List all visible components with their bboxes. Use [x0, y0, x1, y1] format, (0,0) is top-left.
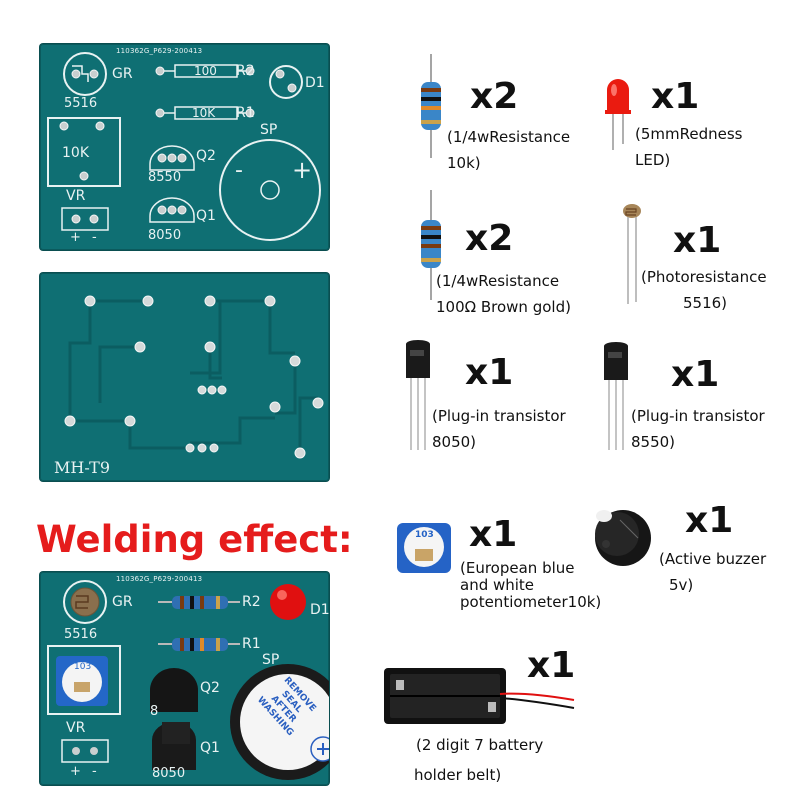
welded-serial-number: 110362G_P629-200413	[116, 575, 203, 583]
welded-label-q2: Q2	[200, 680, 220, 696]
desc-potentiometer-line2: and white	[460, 576, 535, 594]
desc-resistor-10k-line2: 10k)	[447, 154, 481, 172]
pcb-top-silkscreen	[47, 52, 321, 241]
pcb-serial-number: 110362G_P629-200413	[116, 47, 203, 55]
potentiometer-code: 103	[415, 530, 434, 540]
welded-label-5516: 5516	[64, 627, 98, 642]
qty-photoresistor: x1	[673, 220, 722, 261]
potentiometer-image: 103	[395, 517, 453, 575]
label-r1: R1	[236, 105, 255, 121]
label-q2: Q2	[196, 148, 216, 164]
welded-label-r1: R1	[242, 636, 261, 652]
welded-label-q2-code: 8	[150, 704, 159, 719]
transistor-8550-image	[604, 342, 628, 450]
qty-red-led: x1	[651, 76, 700, 117]
qty-potentiometer: x1	[469, 514, 518, 555]
label-8550: 8550	[148, 170, 182, 185]
label-sp: SP	[260, 122, 278, 138]
welded-pin-minus: -	[92, 764, 97, 779]
pcb-back-traces	[64, 295, 324, 459]
desc-resistor-10k-line1: (1/4wResistance	[447, 128, 571, 146]
desc-photoresistor-line1: (Photoresistance	[641, 268, 767, 286]
desc-red-led: (5mmRedness LED)	[635, 121, 742, 173]
welded-label-r2: R2	[242, 594, 261, 610]
qty-transistor-8050: x1	[465, 352, 514, 393]
desc-resistor-10k: (1/4wResistance 10k)	[447, 124, 570, 176]
label-vr-value: 10K	[62, 145, 89, 161]
pcb-welded-silkscreen	[47, 580, 329, 780]
label-pin-plus: +	[70, 230, 81, 245]
desc-red-led-line1: (5mmRedness	[635, 125, 743, 143]
photoresistor-image	[623, 204, 641, 304]
pcb-component-side: 110362G_P629-200413 GR 5516 100 R2 10K R…	[40, 44, 329, 250]
pcb-model-label: MH-T9	[54, 458, 111, 477]
desc-buzzer: (Active buzzer 5v)	[659, 546, 766, 598]
desc-battery-holder: (2 digit 7 battery holder belt)	[414, 730, 544, 790]
buzzer-image	[595, 510, 651, 566]
welded-label-gr: GR	[112, 594, 133, 610]
desc-transistor-8550: (Plug-in transistor 8550)	[631, 403, 765, 455]
welded-pin-plus: +	[70, 764, 81, 779]
desc-resistor-100-line1: (1/4wResistance	[436, 272, 560, 290]
label-r2: R2	[236, 63, 255, 79]
desc-photoresistor-line2: 5516)	[683, 294, 728, 312]
label-q1: Q1	[196, 208, 216, 224]
label-gr: GR	[112, 66, 133, 82]
desc-potentiometer: (European blue and white potentiometer10…	[460, 560, 601, 611]
desc-transistor-8550-line1: (Plug-in transistor	[631, 407, 765, 425]
desc-potentiometer-line3: potentiometer10k)	[460, 593, 602, 611]
label-r2-value: 100	[194, 64, 217, 78]
welded-pot-code: 103	[74, 662, 92, 672]
battery-holder-image	[384, 668, 575, 724]
label-speaker-minus: -	[235, 158, 243, 183]
label-speaker-plus: +	[292, 156, 313, 184]
qty-battery-holder: x1	[527, 645, 576, 686]
desc-photoresistor: (Photoresistance 5516)	[641, 264, 767, 316]
welded-label-d1: D1	[310, 602, 330, 618]
desc-potentiometer-line1: (European blue	[460, 559, 575, 577]
qty-buzzer: x1	[685, 500, 734, 541]
welded-label-sp: SP	[262, 652, 280, 668]
label-d1: D1	[305, 75, 325, 91]
label-pin-minus: -	[92, 230, 97, 245]
welding-effect-title: Welding effect:	[36, 518, 353, 561]
qty-resistor-100: x2	[465, 218, 514, 259]
label-r1-value: 10K	[192, 106, 216, 120]
desc-battery-holder-line2: holder belt)	[414, 766, 502, 784]
resistor-100-image	[421, 190, 441, 300]
qty-resistor-10k: x2	[470, 76, 519, 117]
desc-resistor-100: (1/4wResistance 100Ω Brown gold)	[436, 268, 571, 320]
label-vr: VR	[66, 188, 86, 204]
welded-label-q1: Q1	[200, 740, 220, 756]
potentiometer-svg	[397, 523, 451, 573]
resistor-10k-image	[421, 54, 441, 158]
label-8050: 8050	[148, 228, 182, 243]
qty-transistor-8550: x1	[671, 354, 720, 395]
desc-red-led-line2: LED)	[635, 151, 671, 169]
desc-transistor-8050-line2: 8050)	[432, 433, 477, 451]
welded-label-vr: VR	[66, 720, 86, 736]
desc-buzzer-line2: 5v)	[669, 576, 694, 594]
desc-transistor-8050: (Plug-in transistor 8050)	[432, 403, 566, 455]
pcb-solder-side: MH-T9	[40, 273, 329, 481]
desc-buzzer-line1: (Active buzzer	[659, 550, 767, 568]
label-5516: 5516	[64, 96, 98, 111]
welded-label-8050: 8050	[152, 766, 186, 781]
pcb-welded-board: 110362G_P629-200413 GR 5516 R2 R1 D1 SP …	[40, 572, 330, 785]
transistor-8050-image	[406, 340, 430, 450]
desc-transistor-8550-line2: 8550)	[631, 433, 676, 451]
desc-resistor-100-line2: 100Ω Brown gold)	[436, 298, 571, 316]
desc-transistor-8050-line1: (Plug-in transistor	[432, 407, 566, 425]
red-led-image	[605, 79, 631, 150]
desc-battery-holder-line1: (2 digit 7 battery	[416, 736, 544, 754]
